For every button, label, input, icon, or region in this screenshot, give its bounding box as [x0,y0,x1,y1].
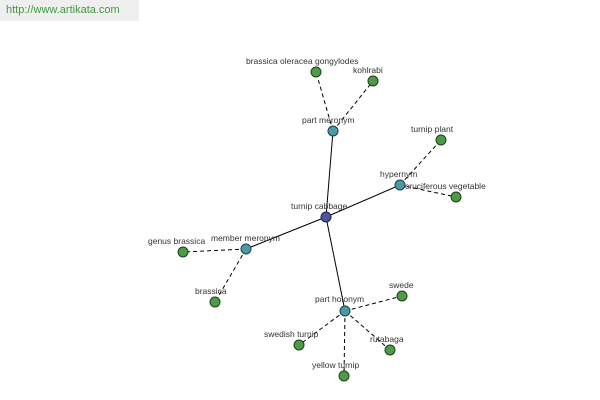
center-node[interactable] [320,211,332,223]
edges-layer [182,71,457,377]
leaf-label-yellow-turnip: yellow turnip [312,360,360,370]
leaf-node-yellow-turnip[interactable] [338,370,350,382]
edge-member-meronym-brassica [214,248,247,303]
leaf-label-swedish-turnip: swedish turnip [264,329,319,339]
edge-part-holonym-swedish-turnip [298,310,346,346]
relation-node-part-holonym[interactable] [339,305,351,317]
leaf-label-cruciferous: cruciferous vegetable [405,181,486,191]
relation-label-member-meronym: member meronym [211,233,280,243]
relation-label-part-holonym: part holonym [315,294,364,304]
relation-node-member-meronym[interactable] [240,243,252,255]
relation-node-hypernym[interactable] [394,179,406,191]
leaf-node-swede[interactable] [396,290,408,302]
leaf-node-kohlrabi[interactable] [367,75,379,87]
edge-center-part-holonym [325,216,346,312]
edge-part-meronym-kohlrabi [332,80,374,132]
edge-member-meronym-genus-brassica [182,248,247,253]
leaf-label-brassica: brassica [195,286,227,296]
edge-hypernym-turnip-plant [399,139,442,186]
leaf-label-kohlrabi: kohlrabi [353,65,383,75]
leaf-node-turnip-plant[interactable] [435,134,447,146]
edge-part-holonym-yellow-turnip [343,310,346,377]
edge-center-member-meronym [245,216,327,250]
leaf-label-gongylodes: brassica oleracea gongylodes [246,56,358,66]
site-url-link[interactable]: http://www.artikata.com [6,4,120,16]
leaf-label-rutabaga: rutabaga [370,334,404,344]
leaf-node-genus-brassica[interactable] [177,246,189,258]
edge-center-part-meronym [325,130,334,218]
relation-label-part-meronym: part meronym [302,115,354,125]
edge-part-holonym-rutabaga [344,310,391,351]
leaf-node-brassica[interactable] [209,296,221,308]
edge-part-holonym-swede [344,295,403,312]
edge-part-meronym-gongylodes [315,71,334,132]
leaf-node-cruciferous[interactable] [450,191,462,203]
nodes-layer [177,66,462,382]
leaf-label-turnip-plant: turnip plant [411,124,454,134]
leaf-node-rutabaga[interactable] [384,344,396,356]
edge-hypernym-cruciferous [399,184,457,198]
labels-layer: turnip cabbage part meronym hypernym mem… [148,56,486,370]
leaf-node-gongylodes[interactable] [310,66,322,78]
edge-center-hypernym [325,184,401,218]
leaf-node-swedish-turnip[interactable] [293,339,305,351]
url-bar: http://www.artikata.com [0,0,139,21]
relation-node-part-meronym[interactable] [327,125,339,137]
relation-label-hypernym: hypernym [380,169,417,179]
center-node-label: turnip cabbage [291,201,348,211]
leaf-label-genus-brassica: genus brassica [148,236,205,246]
leaf-label-swede: swede [389,280,414,290]
